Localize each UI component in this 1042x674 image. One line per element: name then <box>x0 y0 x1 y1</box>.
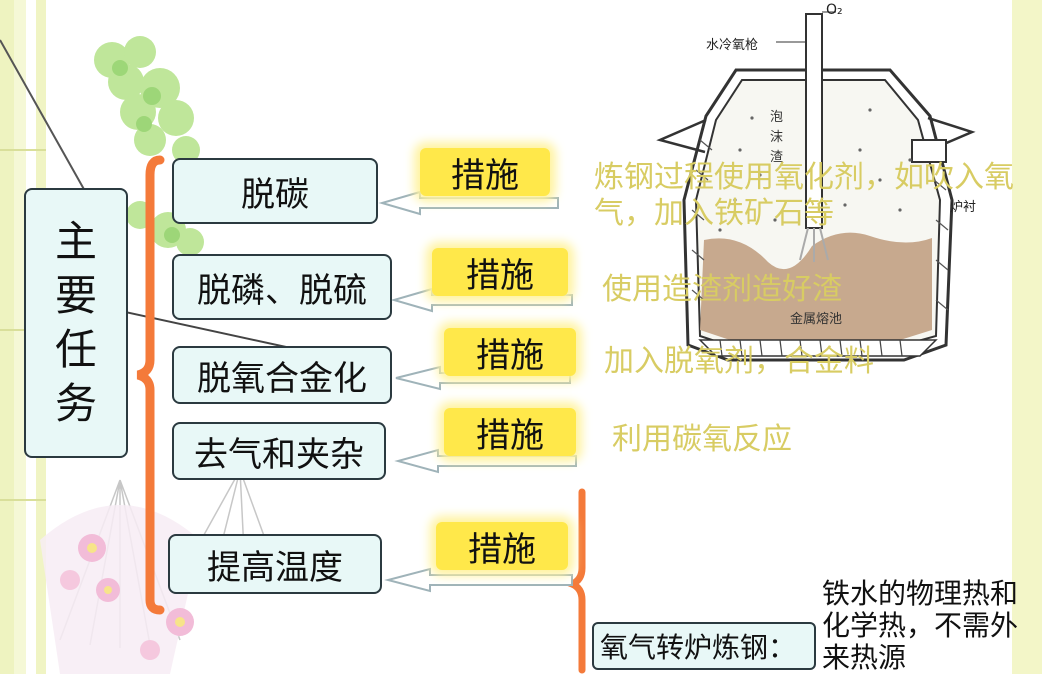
converter-box: 氧气转炉炼钢： <box>592 622 816 670</box>
furnace-label-lining: 炉衬 <box>950 200 977 215</box>
task-label: 脱碳 <box>241 174 309 215</box>
furnace-diagram <box>656 11 976 362</box>
converter-note: 铁水的物理热和化学热，不需外来热源 <box>822 577 1019 674</box>
measure-label-4: 措施 <box>444 408 576 456</box>
furnace-label-foam: 泡沫渣 <box>770 110 784 165</box>
converter-brace <box>562 488 586 674</box>
task-box-deoxidation: 脱氧合金化 <box>172 346 392 404</box>
measure-label-3: 措施 <box>444 328 576 376</box>
main-task-box: 主要任务 <box>24 188 128 458</box>
arrow-3 <box>395 365 571 391</box>
furnace-label-metal: 金属熔池 <box>790 312 843 327</box>
bamboo-stalk <box>0 0 14 674</box>
task-box-decarburization: 脱碳 <box>172 158 378 224</box>
measure-text-3: 加入脱氧剂，合金料 <box>604 344 874 379</box>
bamboo-stalk <box>14 0 26 674</box>
arrow-5 <box>384 567 573 593</box>
branch-line <box>0 39 91 201</box>
bamboo-stalk-right <box>1012 0 1042 674</box>
furnace-label-lance: 水冷氧枪 <box>706 38 759 53</box>
main-brace <box>136 155 165 615</box>
measure-label-5: 措施 <box>436 522 568 570</box>
task-box-degassing: 去气和夹杂 <box>172 422 386 480</box>
measure-label-1: 措施 <box>420 148 550 196</box>
main-task-label: 主要任务 <box>54 217 97 428</box>
measure-text-2: 使用造渣剂造好渣 <box>602 272 842 307</box>
converter-label: 氧气转炉炼钢： <box>600 631 797 664</box>
task-box-dephosphorization: 脱磷、脱硫 <box>172 254 392 320</box>
task-label: 脱磷、脱硫 <box>197 270 367 311</box>
measure-text-1: 炼钢过程使用氧化剂，如吹入氧气，加入铁矿石等 <box>594 160 1014 231</box>
measure-text-4: 利用碳氧反应 <box>612 422 792 457</box>
flower-decoration <box>60 534 194 660</box>
task-label: 提高温度 <box>207 547 343 588</box>
arrow-4 <box>394 448 577 474</box>
pine-foliage <box>94 36 204 256</box>
arrows <box>378 190 577 593</box>
measure-label-2: 措施 <box>432 248 568 296</box>
arrow-2 <box>390 287 573 313</box>
task-label: 去气和夹杂 <box>194 434 364 475</box>
arrow-1 <box>378 190 559 216</box>
task-box-raise-temperature: 提高温度 <box>168 534 382 594</box>
metal-bath <box>700 232 932 340</box>
furnace-label-o2: O₂ <box>826 2 843 18</box>
task-label: 脱氧合金化 <box>197 358 367 399</box>
